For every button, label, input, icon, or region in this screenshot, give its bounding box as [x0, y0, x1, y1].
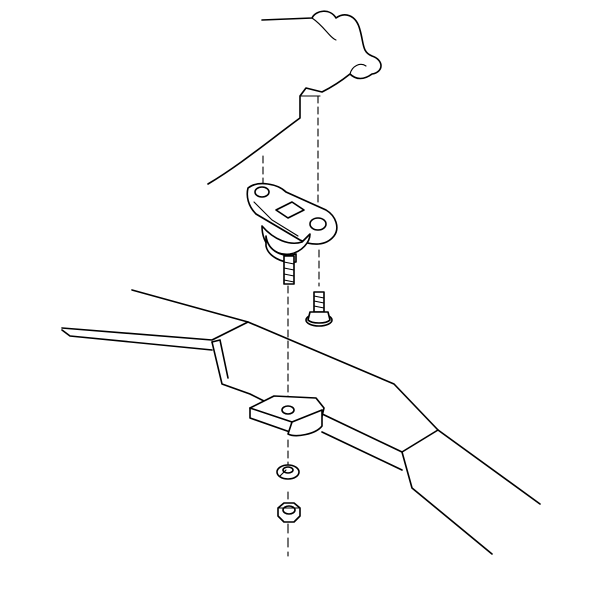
nut — [277, 502, 301, 523]
bumper-stud — [283, 255, 295, 285]
lock-washer — [276, 464, 300, 480]
alignment-lines — [262, 95, 320, 557]
bolt — [305, 291, 333, 327]
body-panel — [207, 10, 382, 185]
frame-rail — [61, 289, 541, 555]
mount-bracket — [246, 182, 338, 264]
frame-bracket — [249, 395, 325, 437]
